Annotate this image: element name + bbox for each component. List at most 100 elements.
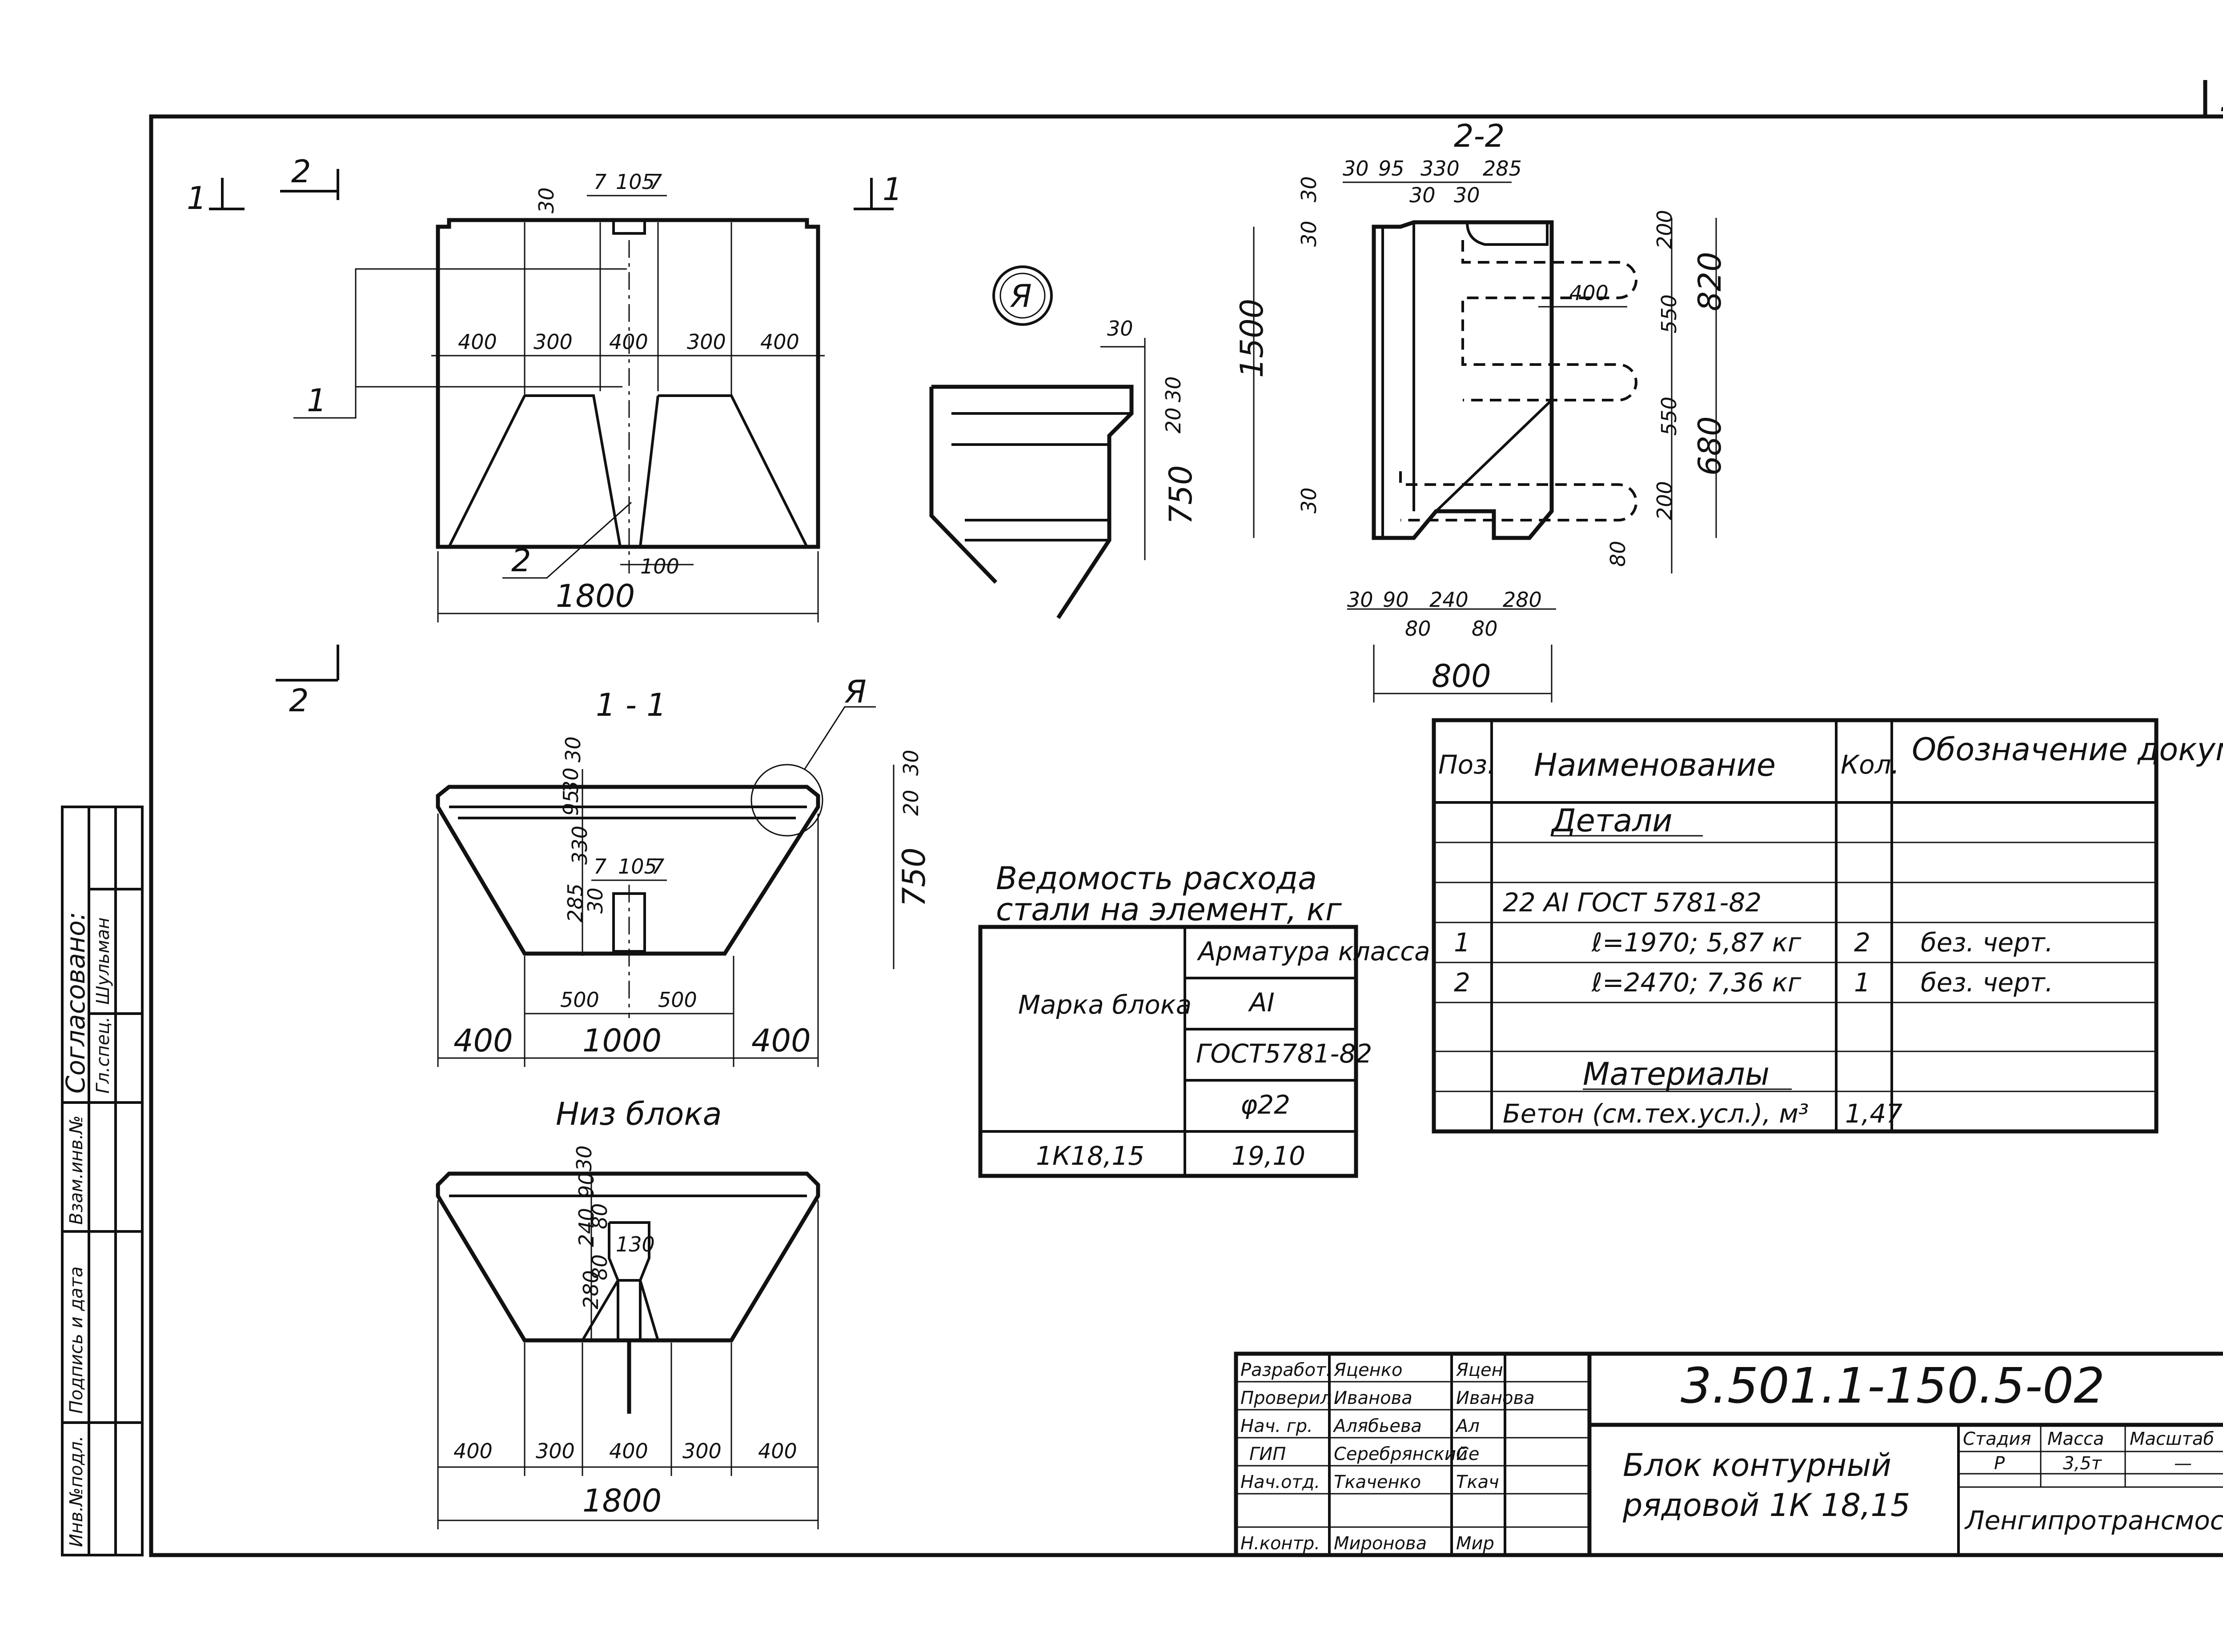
svg-text:Поз.: Поз. (1438, 750, 1495, 780)
steel-table: Ведомость расхода стали на элемент, кг М… (978, 860, 1430, 1178)
svg-text:330: 330 (1420, 156, 1460, 180)
svg-text:280: 280 (579, 1270, 603, 1309)
svg-text:без. черт.: без. черт. (1921, 967, 2053, 998)
svg-text:Марка блока: Марка блока (1018, 990, 1192, 1020)
svg-text:Ал: Ал (1455, 1416, 1480, 1436)
svg-text:30: 30 (1107, 317, 1133, 341)
section-mark-1-left: 1 (187, 178, 245, 217)
detail-ya: Я 30 30 20 750 (929, 265, 1199, 619)
svg-text:Иванова: Иванова (1456, 1388, 1535, 1408)
spec-row-details: Детали (1550, 802, 1673, 839)
spec-row-materials: Материалы (1583, 1056, 1770, 1092)
svg-text:Гл.спец.: Гл.спец. (93, 1017, 113, 1094)
svg-text:750: 750 (1163, 465, 1199, 525)
section-mark-2-bottom: 2 (276, 645, 339, 719)
svg-text:ГИП: ГИП (1249, 1444, 1286, 1464)
organization-name: Ленгипротрансмост (1964, 1505, 2223, 1536)
svg-text:90: 90 (574, 1172, 598, 1198)
section-2-2-overall: 800 (1432, 658, 1491, 694)
svg-text:Масса: Масса (2047, 1429, 2104, 1449)
svg-text:Ведомость расхода: Ведомость расхода (996, 860, 1317, 897)
section-1-1-title: 1 - 1 (596, 687, 666, 723)
svg-text:Яцен: Яцен (1456, 1360, 1503, 1380)
svg-text:Мир: Мир (1456, 1533, 1494, 1554)
svg-text:Иванова: Иванова (1334, 1388, 1412, 1408)
drawing-code: 3.501.1-150.5-02 (1681, 1357, 2105, 1414)
svg-text:Масштаб: Масштаб (2130, 1429, 2214, 1449)
svg-text:300: 300 (687, 330, 726, 354)
svg-text:550: 550 (1657, 397, 1681, 436)
svg-text:30: 30 (1297, 487, 1321, 513)
svg-text:330: 330 (568, 826, 592, 865)
section-mark-2-top: 2 (280, 153, 339, 200)
svg-text:Я: Я (844, 674, 867, 710)
plan-overall-dim: 1800 (556, 578, 635, 614)
svg-text:30: 30 (1347, 588, 1373, 612)
svg-text:240: 240 (1429, 588, 1469, 612)
svg-text:Ткач: Ткач (1456, 1472, 1499, 1492)
svg-text:400: 400 (751, 1022, 811, 1059)
svg-text:Се: Се (1456, 1444, 1480, 1464)
svg-text:Подпись и дата: Подпись и дата (66, 1267, 87, 1414)
svg-text:30: 30 (899, 750, 923, 776)
svg-text:80: 80 (588, 1254, 612, 1280)
svg-text:20: 20 (1161, 407, 1185, 433)
section-mark-1-right: 1 (854, 171, 903, 210)
spec-table: Поз. Наименование Кол. Обозначение докум… (1432, 718, 2223, 1134)
drawing-title-line1: Блок контурный (1623, 1447, 1891, 1484)
svg-text:20: 20 (899, 790, 923, 816)
svg-text:АI: АI (1248, 987, 1275, 1018)
svg-text:30: 30 (572, 1145, 596, 1171)
svg-text:Шульман: Шульман (93, 918, 113, 1005)
svg-text:400: 400 (758, 1439, 797, 1463)
svg-text:Разработ.: Разработ. (1240, 1360, 1332, 1380)
svg-text:200: 200 (1653, 481, 1677, 520)
svg-text:1,47: 1,47 (1845, 1099, 1902, 1129)
svg-text:130: 130 (616, 1232, 655, 1256)
svg-text:19,10: 19,10 (1232, 1141, 1305, 1171)
page-number: 1 (2219, 66, 2223, 123)
svg-text:Арматура класса: Арматура класса (1196, 936, 1430, 966)
svg-text:2: 2 (291, 153, 311, 190)
svg-text:285: 285 (563, 883, 587, 922)
svg-text:Стадия: Стадия (1963, 1429, 2031, 1449)
svg-text:30: 30 (583, 887, 607, 914)
svg-text:30: 30 (534, 187, 558, 213)
bottom-view-title: Низ блока (556, 1096, 722, 1132)
svg-text:100: 100 (640, 554, 679, 578)
svg-text:Н.контр.: Н.контр. (1240, 1533, 1320, 1554)
svg-text:80: 80 (588, 1203, 612, 1229)
svg-text:3,5т: 3,5т (2063, 1453, 2103, 1474)
svg-text:105: 105 (618, 854, 657, 878)
svg-text:1000: 1000 (582, 1022, 662, 1059)
svg-text:Нач.отд.: Нач.отд. (1240, 1472, 1320, 1492)
svg-text:Яценко: Яценко (1333, 1360, 1402, 1380)
svg-text:Согласовано:: Согласовано: (60, 912, 91, 1094)
bottom-view: Низ блока 30 90 80 240 80 280 130 400 30… (436, 1096, 820, 1529)
svg-text:1К18,15: 1К18,15 (1036, 1141, 1144, 1171)
side-stamp: Согласовано: Гл.спец. Шульман Взам.инв.№… (60, 806, 144, 1556)
svg-text:Проверил: Проверил (1240, 1388, 1332, 1408)
svg-text:Р: Р (1994, 1453, 2005, 1474)
svg-text:ГОСТ5781-82: ГОСТ5781-82 (1196, 1039, 1372, 1069)
svg-text:400: 400 (453, 1439, 493, 1463)
svg-text:2: 2 (1854, 927, 1870, 958)
plan-view: 1 1 2 2 400 300 (187, 153, 903, 719)
svg-text:300: 300 (682, 1439, 722, 1463)
svg-text:30: 30 (1343, 156, 1369, 180)
title-block: Разработ. Яценко Яцен Проверил Иванова И… (1234, 1351, 2223, 1557)
svg-text:Бетон (см.тех.усл.), м³: Бетон (см.тех.усл.), м³ (1503, 1099, 1809, 1129)
svg-text:400: 400 (609, 330, 648, 354)
drawing-title-line2: рядовой 1К 18,15 (1622, 1487, 1910, 1524)
svg-text:без. черт.: без. черт. (1921, 927, 2053, 958)
section-2-2-title: 2-2 (1454, 118, 1505, 154)
svg-text:80: 80 (1606, 541, 1630, 567)
svg-text:200: 200 (1653, 210, 1677, 249)
svg-text:400: 400 (458, 330, 497, 354)
svg-text:ℓ=1970; 5,87 кг: ℓ=1970; 5,87 кг (1591, 927, 1802, 958)
svg-text:2: 2 (511, 542, 531, 579)
svg-text:7: 7 (649, 170, 662, 194)
svg-text:400: 400 (453, 1022, 513, 1059)
svg-text:30: 30 (1161, 376, 1185, 402)
